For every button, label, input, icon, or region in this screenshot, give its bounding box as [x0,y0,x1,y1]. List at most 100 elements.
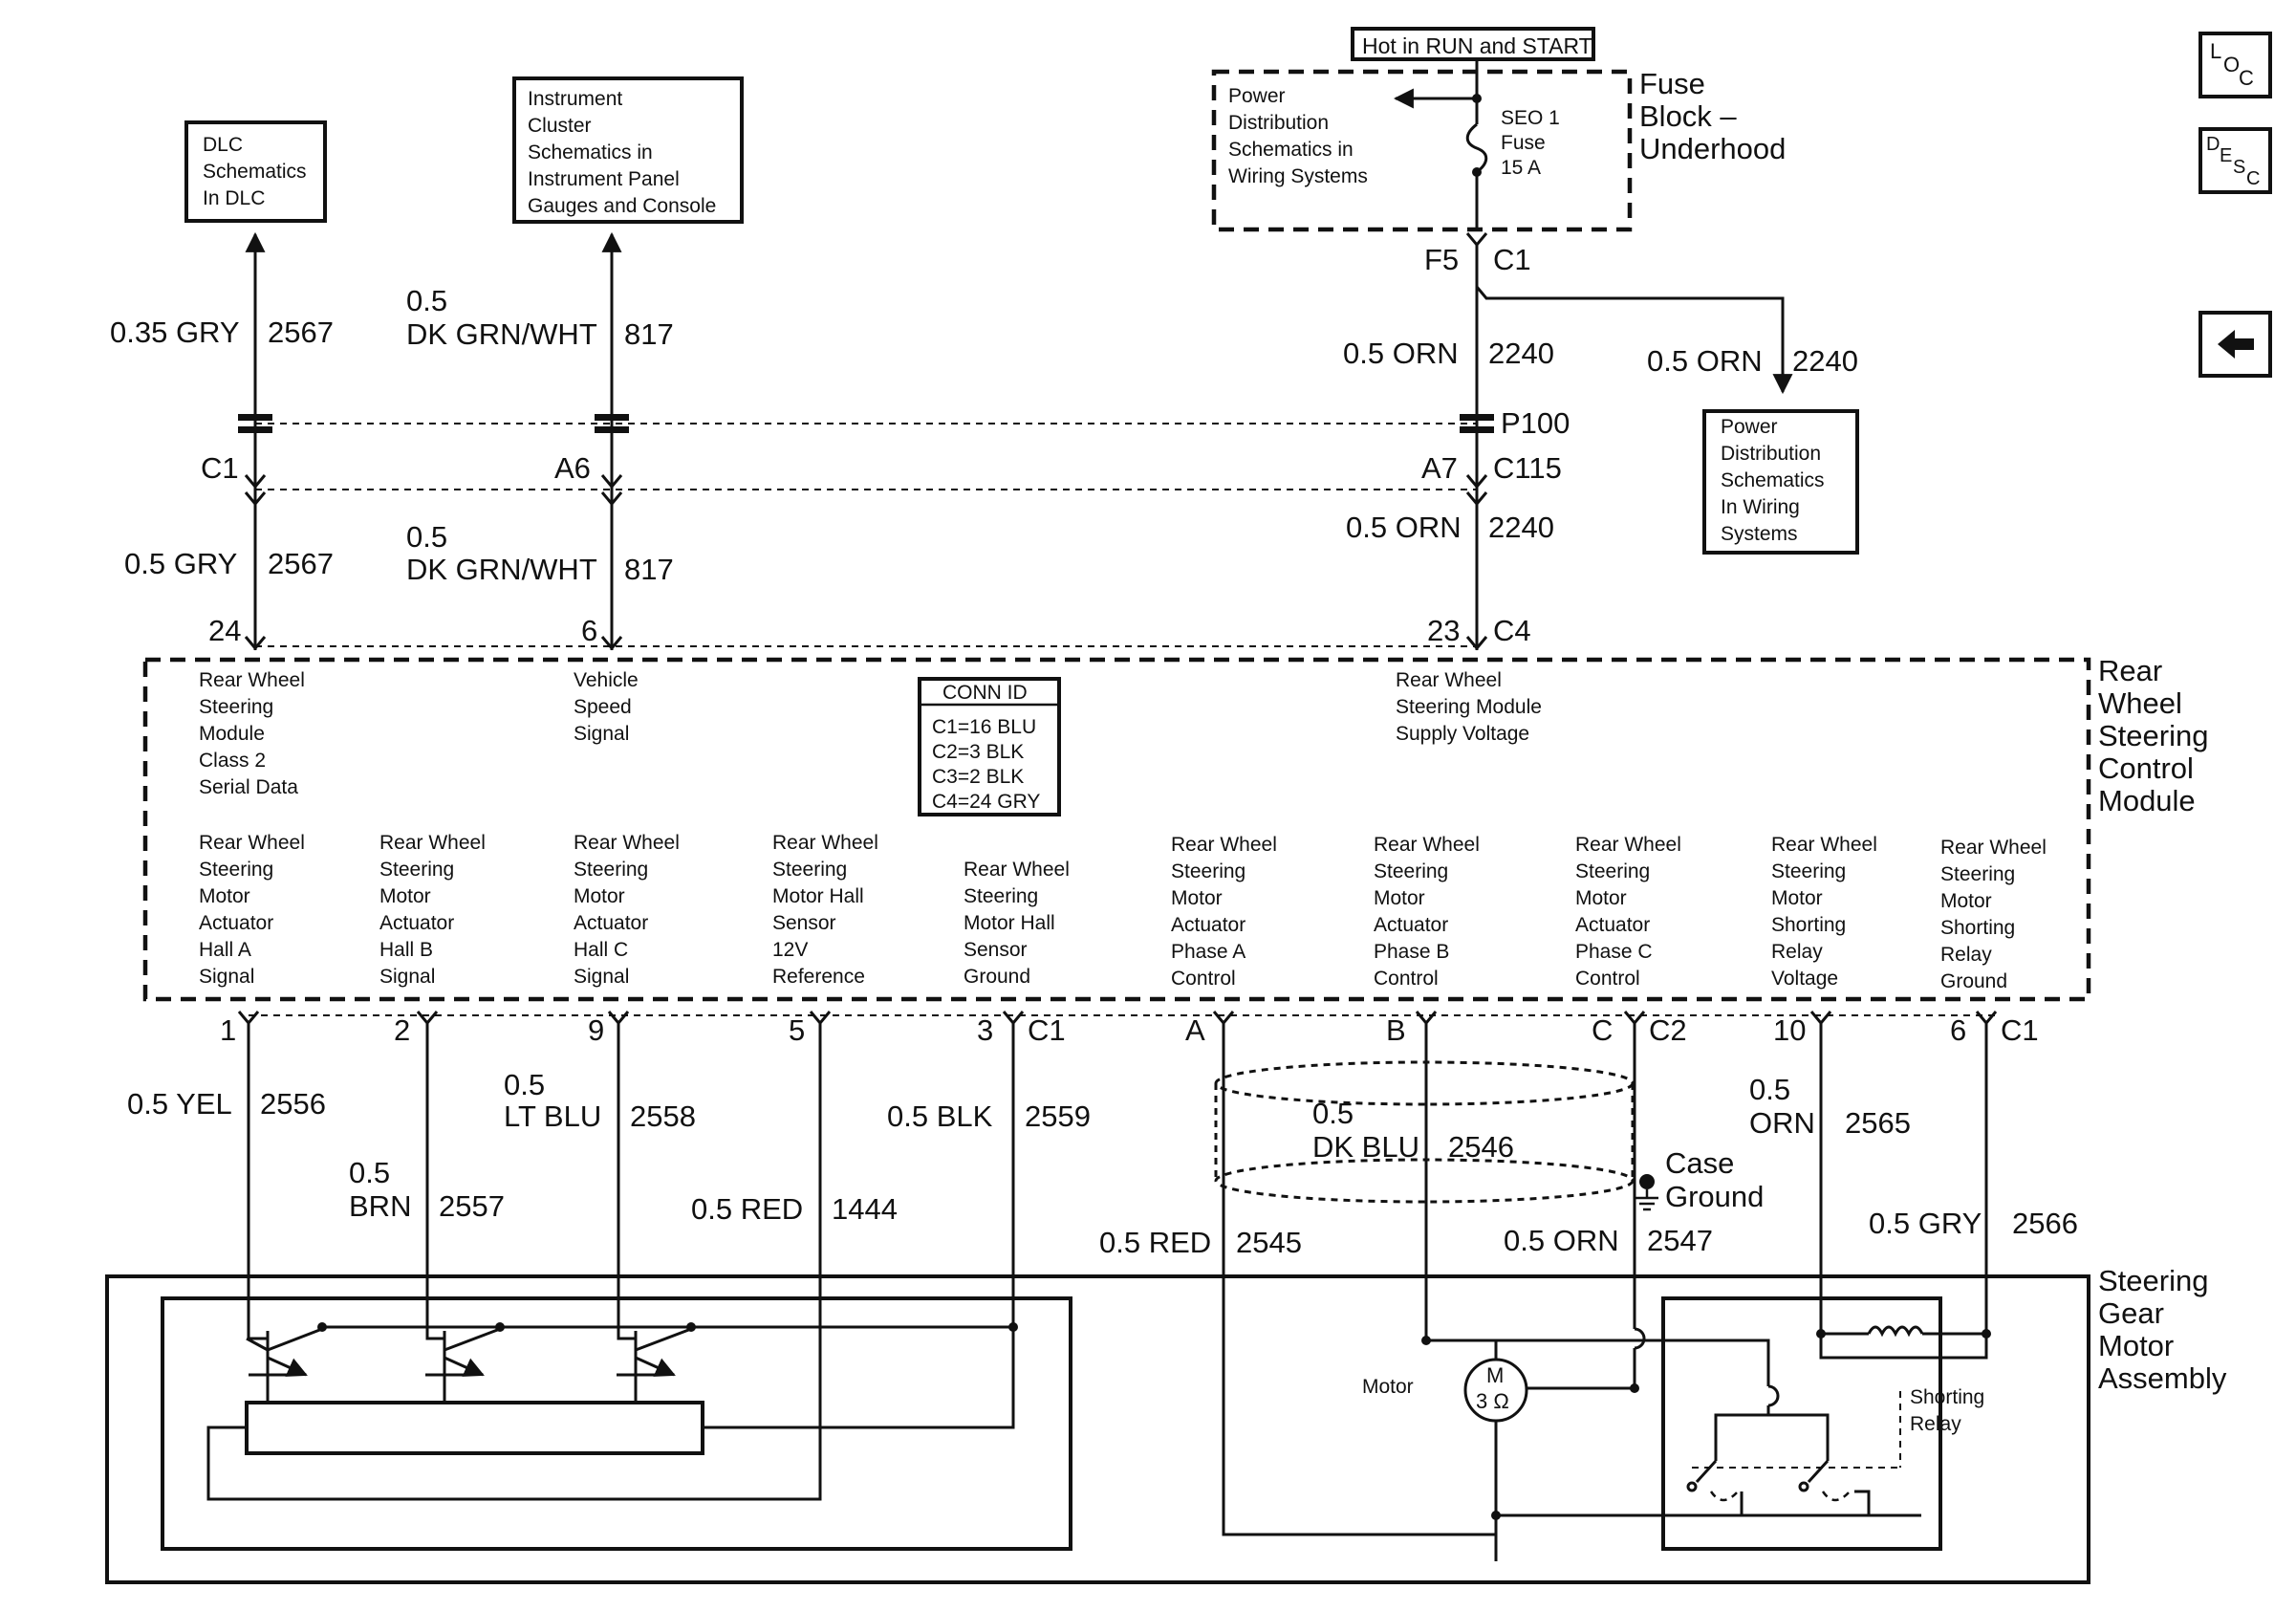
svg-text:L: L [2210,39,2221,63]
hall-c-transistor-icon [617,1327,692,1403]
wire-2240-color: 0.5 ORN [1343,337,1459,370]
power-distribution-schematics-box [1702,409,1859,555]
wire-2565-color: ORN [1749,1106,1815,1140]
hot-label: Hot in RUN and START [1362,33,1592,58]
hot-in-run-start-box [1351,27,1595,61]
conn-id-title: CONN ID [942,682,1028,704]
steering-gear-motor-assembly-boundary [105,1274,2090,1584]
pin-2: 2 [394,1013,410,1047]
svg-text:D: D [2206,134,2220,155]
wire-2567-upper-color: 0.35 GRY [110,316,240,349]
power-distribution-schematics-text: Power Distribution Schematics In Wiring … [1721,416,1830,545]
pin-c: C [1592,1013,1613,1047]
wire-2240-lower-circuit: 2240 [1488,511,1554,544]
wire-2557-color: BRN [349,1189,411,1223]
hall-b-transistor-icon [425,1327,501,1403]
desc-icon: D E S C [2206,134,2260,189]
connector-c2: C2 [1649,1013,1687,1047]
relay-contacts-icon [1426,1339,1871,1515]
motor-relay-housing [1661,1296,1942,1551]
instrument-cluster-box [512,76,744,224]
relay-coil-icon [1816,1325,1991,1339]
svg-text:S: S [2233,157,2245,178]
wire-817-lower-color: DK GRN/WHT [406,553,597,586]
connector-c1-pin: C1 [201,451,239,485]
wire-2240-branch [1475,286,1793,395]
connector-p100-symbols [238,414,1494,433]
connector-bottom-symbols [237,1011,1998,1026]
pin-23: 23 [1427,614,1460,647]
wire-2240-lower-color: 0.5 ORN [1346,511,1462,544]
wire-2567-lower-color: 0.5 GRY [124,547,237,580]
instrument-cluster-text: Instrument Cluster Schematics in Instrum… [528,88,716,217]
fuse-label: SEO 1 Fuse 15 A [1501,107,1566,179]
connector-c4: C4 [1493,614,1531,647]
motor-label: Motor [1362,1376,1414,1398]
fuse-block-title: Fuse Block – Underhood [1639,67,1786,165]
wire-2240-branch-color: 0.5 ORN [1647,344,1763,378]
connector-a7-pin: A7 [1421,451,1458,485]
wire-817-lower-gauge: 0.5 [406,520,447,554]
hall-sensor-circuit-block [245,1401,704,1455]
conn-id-box [918,677,1061,816]
pin-24: 24 [208,614,241,647]
rwscm-title: Rear Wheel Steering Control Module [2098,654,2217,817]
pin-a: A [1185,1013,1205,1047]
wire-2557-gauge: 0.5 [349,1156,390,1189]
pin-6-relay: 6 [1950,1013,1966,1047]
shield-symbol [1214,1060,1635,1204]
pin-3: 3 [977,1013,993,1047]
wire-2566-circuit: 2566 [2012,1207,2078,1240]
connector-f5-symbol [1465,232,1488,248]
connector-c4-symbols [244,636,1488,651]
relay-wires [1819,1023,1988,1360]
wire-817-upper-color: DK GRN/WHT [406,317,597,351]
wire-817-lower-circuit: 817 [624,553,674,586]
power-distribution-reference: Power Distribution Schematics in Wiring … [1228,85,1368,187]
steering-gear-motor-assembly-title: Steering Gear Motor Assembly [2098,1264,2227,1395]
pin-1: 1 [220,1013,236,1047]
wire-2240-branch-circuit: 2240 [1792,344,1858,378]
wire-2558-gauge: 0.5 [504,1068,545,1101]
wire-2559-color: 0.5 BLK [887,1099,993,1133]
wire-2240-circuit: 2240 [1488,337,1554,370]
back-button[interactable] [2199,311,2272,378]
pin-5: 5 [789,1013,805,1047]
wire-2557-circuit: 2557 [439,1189,505,1223]
dlc-schematics-box [184,120,327,223]
wire-2567-lower-circuit: 2567 [268,547,334,580]
hall-sensor-wires [206,1023,1015,1501]
wire-1444-circuit: 1444 [832,1192,898,1226]
wire-2556-color: 0.5 YEL [127,1087,232,1121]
case-ground-label: Case Ground [1665,1146,1764,1213]
connector-p100: P100 [1501,406,1570,440]
left-arrow-icon [2218,330,2254,359]
pin-10: 10 [1773,1013,1806,1047]
wire-2559-circuit: 2559 [1025,1099,1091,1133]
wire-2546-circuit: 2546 [1448,1130,1514,1164]
connector-c115-symbols [244,474,1488,507]
dlc-schematics-text: DLC Schematics In DLC [203,134,312,209]
connector-c1-bottom: C1 [1028,1013,1066,1047]
wire-2545-color: 0.5 RED [1099,1226,1211,1259]
wire-2567-upper-circuit: 2567 [268,316,334,349]
wire-2565-gauge: 0.5 [1749,1073,1790,1106]
svg-text:C: C [2246,168,2260,189]
connector-c1-fuse: C1 [1493,243,1531,276]
desc-button[interactable]: D E S C [2199,127,2272,194]
case-ground-icon [1635,1174,1658,1211]
fuse-block-boundary [1211,69,1633,232]
motor-symbol-m: M [1486,1363,1504,1387]
connector-f5: F5 [1424,243,1459,276]
wire-2558-circuit: 2558 [630,1099,696,1133]
loc-button[interactable]: L O C [2199,32,2272,98]
connector-c115: C115 [1493,451,1562,485]
